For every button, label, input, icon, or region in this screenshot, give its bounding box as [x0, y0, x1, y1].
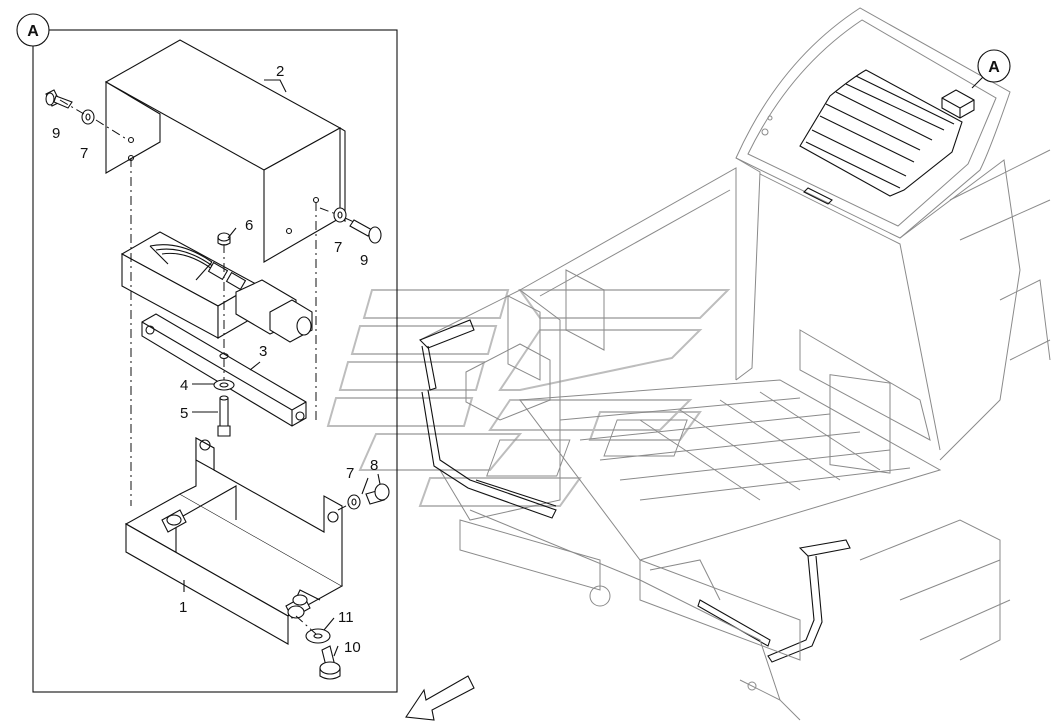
cover-part — [104, 39, 346, 263]
part-label-7-upper: 7 — [80, 145, 88, 162]
switch-part — [120, 231, 313, 343]
detail-callout-label: A — [27, 23, 39, 40]
direction-arrow-icon — [405, 675, 475, 721]
detail-callout-circle — [16, 13, 50, 47]
part-label-8: 8 — [370, 457, 378, 474]
detail-frame — [32, 29, 398, 693]
bolt-8 — [365, 483, 390, 505]
washer-4 — [213, 379, 235, 391]
bolt-9-right — [349, 219, 382, 244]
part-label-11: 11 — [338, 609, 354, 626]
part-label-10: 10 — [344, 639, 361, 656]
part-label-3: 3 — [259, 343, 267, 360]
part-label-2: 2 — [276, 63, 284, 80]
part-label-1: 1 — [179, 599, 187, 616]
washer-7-upper — [81, 109, 95, 125]
base-bracket-part — [124, 437, 344, 645]
bolt-5 — [217, 395, 231, 437]
part-label-7-lower: 7 — [346, 465, 354, 482]
bolt-9-upper — [45, 89, 73, 109]
machine-overview: A — [419, 7, 1051, 721]
washer-11 — [305, 628, 331, 644]
overview-callout-circle — [977, 49, 1011, 83]
overview-callout-label: A — [988, 59, 1000, 76]
part-label-5: 5 — [180, 405, 188, 422]
washer-7-lower — [347, 494, 361, 510]
part-label-6: 6 — [245, 217, 253, 234]
part-label-9-right: 9 — [360, 252, 368, 269]
part-label-4: 4 — [180, 377, 188, 394]
part-label-7-right: 7 — [334, 239, 342, 256]
watermark-logo — [326, 289, 731, 507]
leader-lines — [183, 79, 381, 657]
bolt-10 — [319, 645, 341, 680]
part-label-9-upper: 9 — [52, 125, 60, 142]
washer-7-right — [333, 207, 347, 223]
assembly-lines — [59, 99, 355, 635]
bracket-bar-part — [141, 313, 307, 427]
